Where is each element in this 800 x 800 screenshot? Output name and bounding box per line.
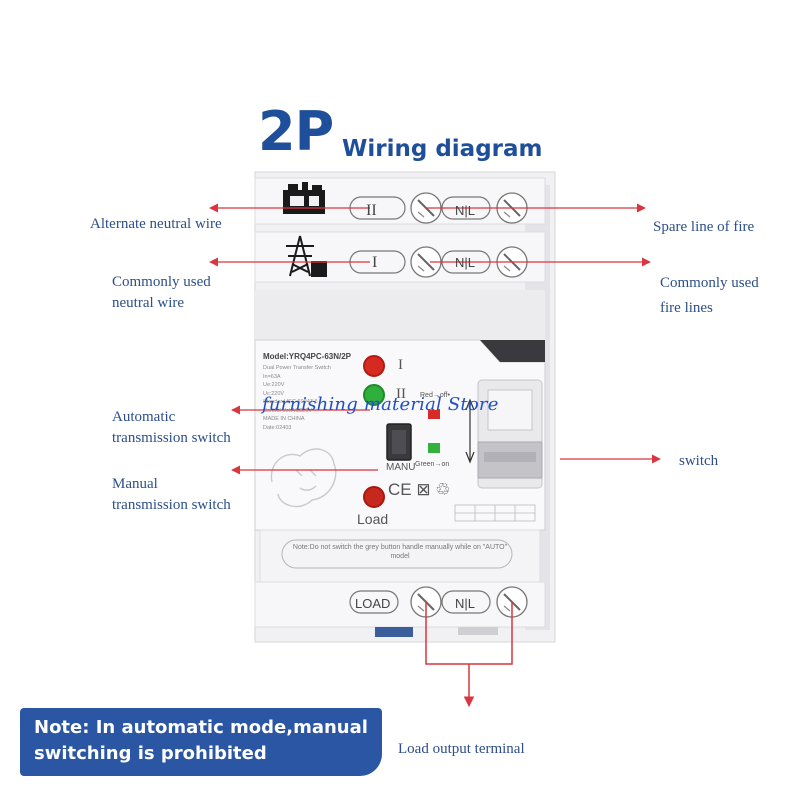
- red-status-led: [428, 410, 440, 419]
- indicator-ii-label: II: [396, 386, 406, 402]
- label-switch: switch: [679, 453, 719, 469]
- certification-marks: CE ⊠ ♲: [388, 480, 451, 499]
- load-output-lines: [425, 602, 513, 708]
- device-note: Note:Do not switch the grey button handl…: [292, 544, 508, 560]
- switch-handle[interactable]: [477, 379, 543, 489]
- terminal-row-3: [349, 586, 528, 618]
- terminal-row-2: [349, 246, 528, 278]
- generator-icon: [283, 182, 325, 214]
- load-label: Load: [357, 511, 389, 527]
- rating-table: [454, 504, 536, 522]
- store-watermark: furnishing material Store: [262, 394, 499, 415]
- terminal-blocks: [349, 192, 528, 618]
- terminal-load-label: LOAD: [355, 596, 391, 611]
- label-load-output: Load output terminal: [398, 741, 525, 757]
- terminal-i-label: I: [372, 254, 378, 271]
- model-label: Model:YRQ4PC-63N/2P: [263, 352, 352, 361]
- terminal-nl-mid: N|L: [455, 255, 475, 270]
- title-2p: 2P: [258, 100, 334, 163]
- mascot-sketch: [270, 448, 337, 508]
- green-on-label: Green→on: [415, 461, 450, 468]
- note-pill-outline: [281, 539, 513, 569]
- note-line-2: switching is prohibited: [34, 743, 267, 764]
- indicator-red-lamp: [363, 355, 385, 377]
- red-off-label: Red→off•: [420, 392, 450, 399]
- manu-label: MANU: [386, 462, 416, 473]
- indicator-i-label: I: [398, 357, 403, 373]
- green-status-led: [428, 443, 440, 453]
- note-box: Note: In automatic mode,manual switching…: [20, 708, 382, 776]
- terminal-ii-label: II: [366, 202, 377, 219]
- title-wiring-diagram: Wiring diagram: [342, 136, 543, 162]
- label-spare-fire: Spare line of fire: [653, 219, 755, 235]
- note-line-1: Note: In automatic mode,manual: [34, 717, 368, 738]
- load-lamp: [363, 486, 385, 508]
- terminal-nl-top: N|L: [455, 203, 475, 218]
- transmission-tower-icon: [286, 235, 327, 277]
- terminal-nl-bottom: N|L: [455, 596, 475, 611]
- label-alternate-neutral: Alternate neutral wire: [90, 216, 222, 232]
- indicator-green-lamp: [363, 384, 385, 406]
- wiring-arrows: [209, 203, 661, 475]
